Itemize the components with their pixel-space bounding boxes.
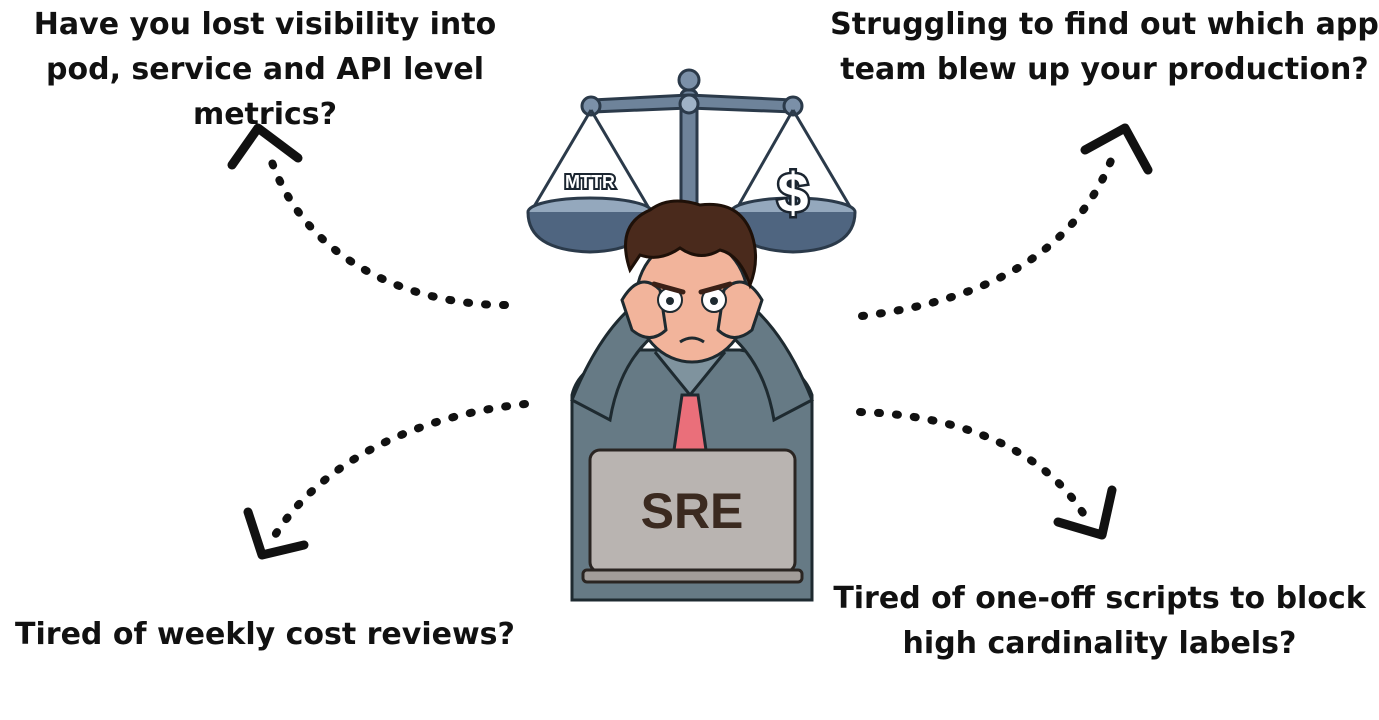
arrow-top-left <box>227 123 509 309</box>
scale-left-label: MTTR <box>565 172 615 192</box>
arrow-bottom-left <box>243 400 529 560</box>
question-bottom-left: Tired of weekly cost reviews? <box>15 617 515 652</box>
question-bottom-right: Tired of one-off scripts to block high c… <box>833 581 1366 661</box>
arrow-bottom-right <box>856 408 1117 540</box>
balance-scale-icon <box>526 68 857 272</box>
laptop-label: SRE <box>641 483 744 539</box>
laptop-icon <box>581 448 804 584</box>
scale-right-label: $ <box>777 161 808 224</box>
question-top-right: Struggling to find out which app team bl… <box>830 7 1379 87</box>
question-top-left: Have you lost visibility into pod, servi… <box>33 7 497 132</box>
arrow-top-right <box>858 123 1153 320</box>
